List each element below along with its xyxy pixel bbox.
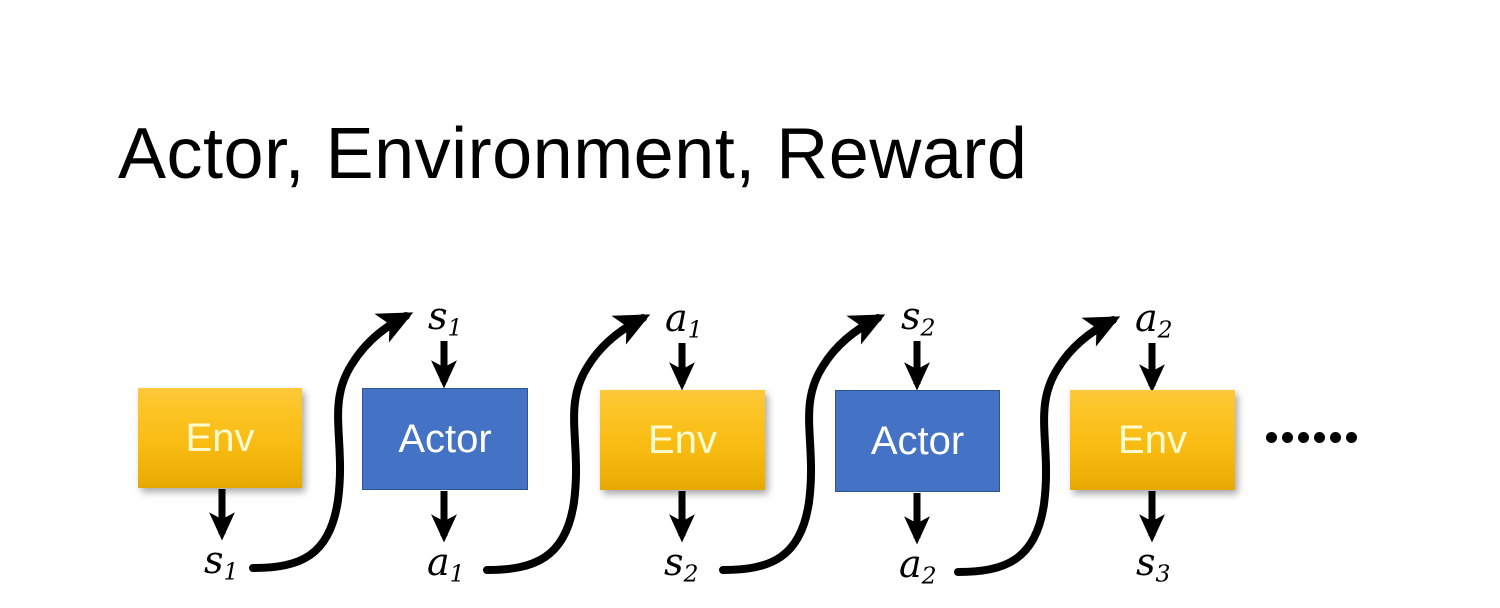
label-top-s1-sub: 1 — [447, 313, 463, 342]
node-env-2-label: Env — [648, 418, 717, 462]
label-bottom-a1: a1 — [427, 543, 465, 586]
label-top-a2-sub: 2 — [1157, 315, 1173, 344]
node-env-1-label: Env — [185, 416, 255, 460]
label-top-a1: a1 — [665, 299, 703, 342]
node-env-3-label: Env — [1118, 418, 1187, 462]
curve-a2-to-env3-input — [954, 316, 1121, 576]
curve-s1-to-actor1-input — [249, 312, 414, 572]
label-top-s2: s2 — [901, 297, 936, 340]
label-bottom-a1-sub: 1 — [449, 559, 465, 588]
node-env-2[interactable]: Env — [600, 390, 765, 490]
label-top-s1-base: s — [428, 294, 448, 338]
label-bottom-s2-base: s — [664, 540, 684, 584]
continuation-ellipsis — [1266, 432, 1357, 443]
node-env-1[interactable]: Env — [138, 388, 302, 488]
ellipsis-dot — [1298, 432, 1309, 443]
label-top-s2-sub: 2 — [920, 313, 936, 342]
label-bottom-s3-sub: 3 — [1155, 559, 1171, 588]
label-top-a2: a2 — [1135, 299, 1173, 342]
curve-s2-to-actor2-input — [719, 314, 886, 574]
ellipsis-dot — [1266, 432, 1277, 443]
label-top-a2-base: a — [1135, 296, 1158, 340]
label-bottom-s1: s1 — [204, 541, 239, 584]
label-bottom-s3-base: s — [1136, 540, 1156, 584]
node-actor-1-label: Actor — [398, 417, 492, 461]
label-top-s2-base: s — [901, 294, 921, 338]
label-bottom-a2-base: a — [899, 542, 922, 586]
node-actor-2[interactable]: Actor — [835, 390, 1000, 492]
node-env-3[interactable]: Env — [1070, 390, 1235, 490]
page-title: Actor, Environment, Reward — [118, 114, 1028, 194]
node-actor-2-label: Actor — [870, 419, 965, 463]
label-bottom-s2-sub: 2 — [683, 559, 699, 588]
label-bottom-a2-sub: 2 — [921, 561, 937, 590]
ellipsis-dot — [1282, 432, 1293, 443]
label-top-s1: s1 — [428, 297, 463, 340]
ellipsis-dot — [1330, 432, 1341, 443]
label-bottom-a1-base: a — [427, 540, 450, 584]
label-bottom-a2: a2 — [899, 545, 937, 588]
ellipsis-dot — [1314, 432, 1325, 443]
label-bottom-s1-sub: 1 — [223, 557, 239, 586]
label-bottom-s2: s2 — [664, 543, 699, 586]
ellipsis-dot — [1346, 432, 1357, 443]
label-top-a1-sub: 1 — [687, 315, 703, 344]
node-actor-1[interactable]: Actor — [362, 388, 528, 490]
label-bottom-s1-base: s — [204, 538, 224, 582]
label-bottom-s3: s3 — [1136, 543, 1171, 586]
label-top-a1-base: a — [665, 296, 688, 340]
curve-a1-to-env2-input — [483, 314, 651, 574]
